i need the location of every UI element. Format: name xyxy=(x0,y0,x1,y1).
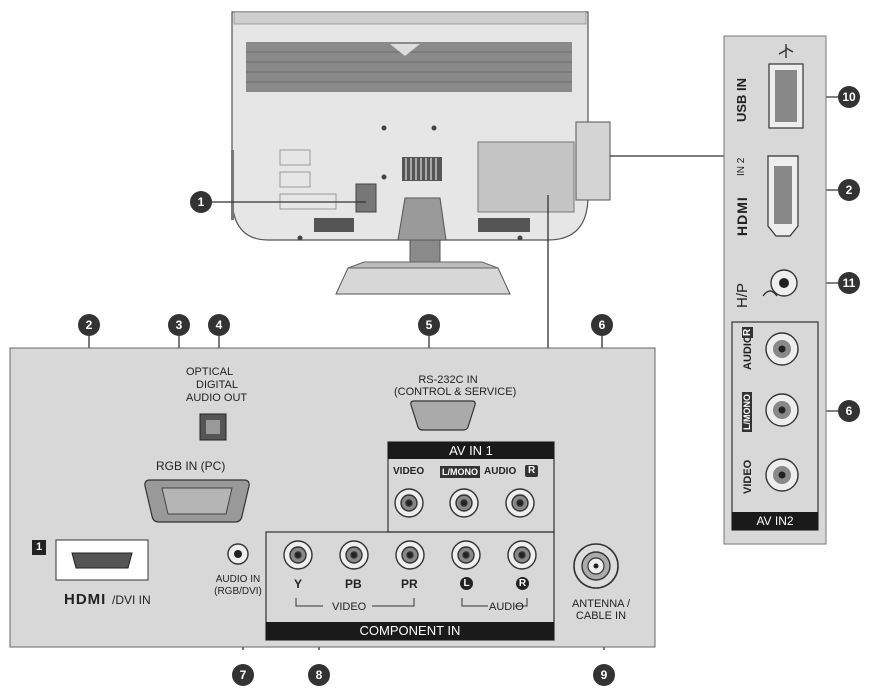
optical-label: OPTICAL xyxy=(186,366,234,378)
audio-out-label: AUDIO OUT xyxy=(186,392,248,404)
antenna-label: ANTENNA / xyxy=(571,598,631,610)
comp-r-label: R xyxy=(516,577,529,590)
callout-11: 11 xyxy=(838,272,860,294)
av-r-label: R xyxy=(525,465,539,477)
comp-pr-label: PR xyxy=(401,577,418,591)
callout-2-side: 2 xyxy=(838,179,860,201)
callout-4: 4 xyxy=(208,314,230,336)
rs232-label: RS-232C IN xyxy=(418,374,478,386)
hdmi2-logo: HDMI xyxy=(734,196,750,236)
callout-8: 8 xyxy=(308,664,330,686)
hdmi1-number: 1 xyxy=(32,540,46,555)
av-in1-title: AV IN 1 xyxy=(388,442,554,459)
callout-7: 7 xyxy=(232,664,254,686)
comp-audio-label: AUDIO xyxy=(489,601,524,613)
comp-l-label: L xyxy=(460,577,473,590)
callout-3: 3 xyxy=(168,314,190,336)
audio-in-jack xyxy=(227,543,249,565)
side-video-label: VIDEO xyxy=(742,459,754,494)
rear-panel xyxy=(9,347,656,648)
callout-5: 5 xyxy=(418,314,440,336)
component-jacks xyxy=(283,540,537,570)
dvi-in-label: /DVI IN xyxy=(112,593,151,607)
av-video-label: VIDEO xyxy=(393,466,425,477)
hdmi1-logo: HDMI xyxy=(64,591,107,608)
antenna-jack xyxy=(573,543,619,589)
comp-pb-label: PB xyxy=(345,577,362,591)
side-panel xyxy=(723,35,827,545)
cable-in-label: CABLE IN xyxy=(575,610,627,622)
av-in2-title: AV IN2 xyxy=(732,512,818,530)
component-in-title: COMPONENT IN xyxy=(266,622,554,640)
callout-6: 6 xyxy=(591,314,613,336)
side-r-label: R xyxy=(742,326,753,338)
usb-in-label: USB IN xyxy=(734,77,749,122)
hp-label: H/P xyxy=(734,282,751,308)
hdmi2-in2-label: IN 2 xyxy=(736,157,747,176)
callout-10: 10 xyxy=(838,86,860,108)
callout-6-side: 6 xyxy=(838,400,860,422)
comp-y-label: Y xyxy=(294,577,303,591)
side-audio-label: AUDIO xyxy=(742,334,754,370)
rs232-sub-label: (CONTROL & SERVICE) xyxy=(394,386,517,398)
digital-label: DIGITAL xyxy=(196,379,238,391)
tv-back-view xyxy=(231,11,611,295)
audio-in-sub-label: (RGB/DVI) xyxy=(214,586,262,597)
comp-video-label: VIDEO xyxy=(332,601,367,613)
rgb-in-label: RGB IN (PC) xyxy=(156,459,226,473)
av-lmono-label: L/MONO xyxy=(440,466,480,478)
av-audio-label: AUDIO xyxy=(484,466,517,477)
callout-9: 9 xyxy=(593,664,615,686)
callout-2: 2 xyxy=(78,314,100,336)
side-lmono-label: L/MONO xyxy=(742,392,752,432)
av-in1-jacks xyxy=(394,488,535,518)
audio-in-label: AUDIO IN xyxy=(215,574,261,585)
callout-1: 1 xyxy=(190,191,212,213)
